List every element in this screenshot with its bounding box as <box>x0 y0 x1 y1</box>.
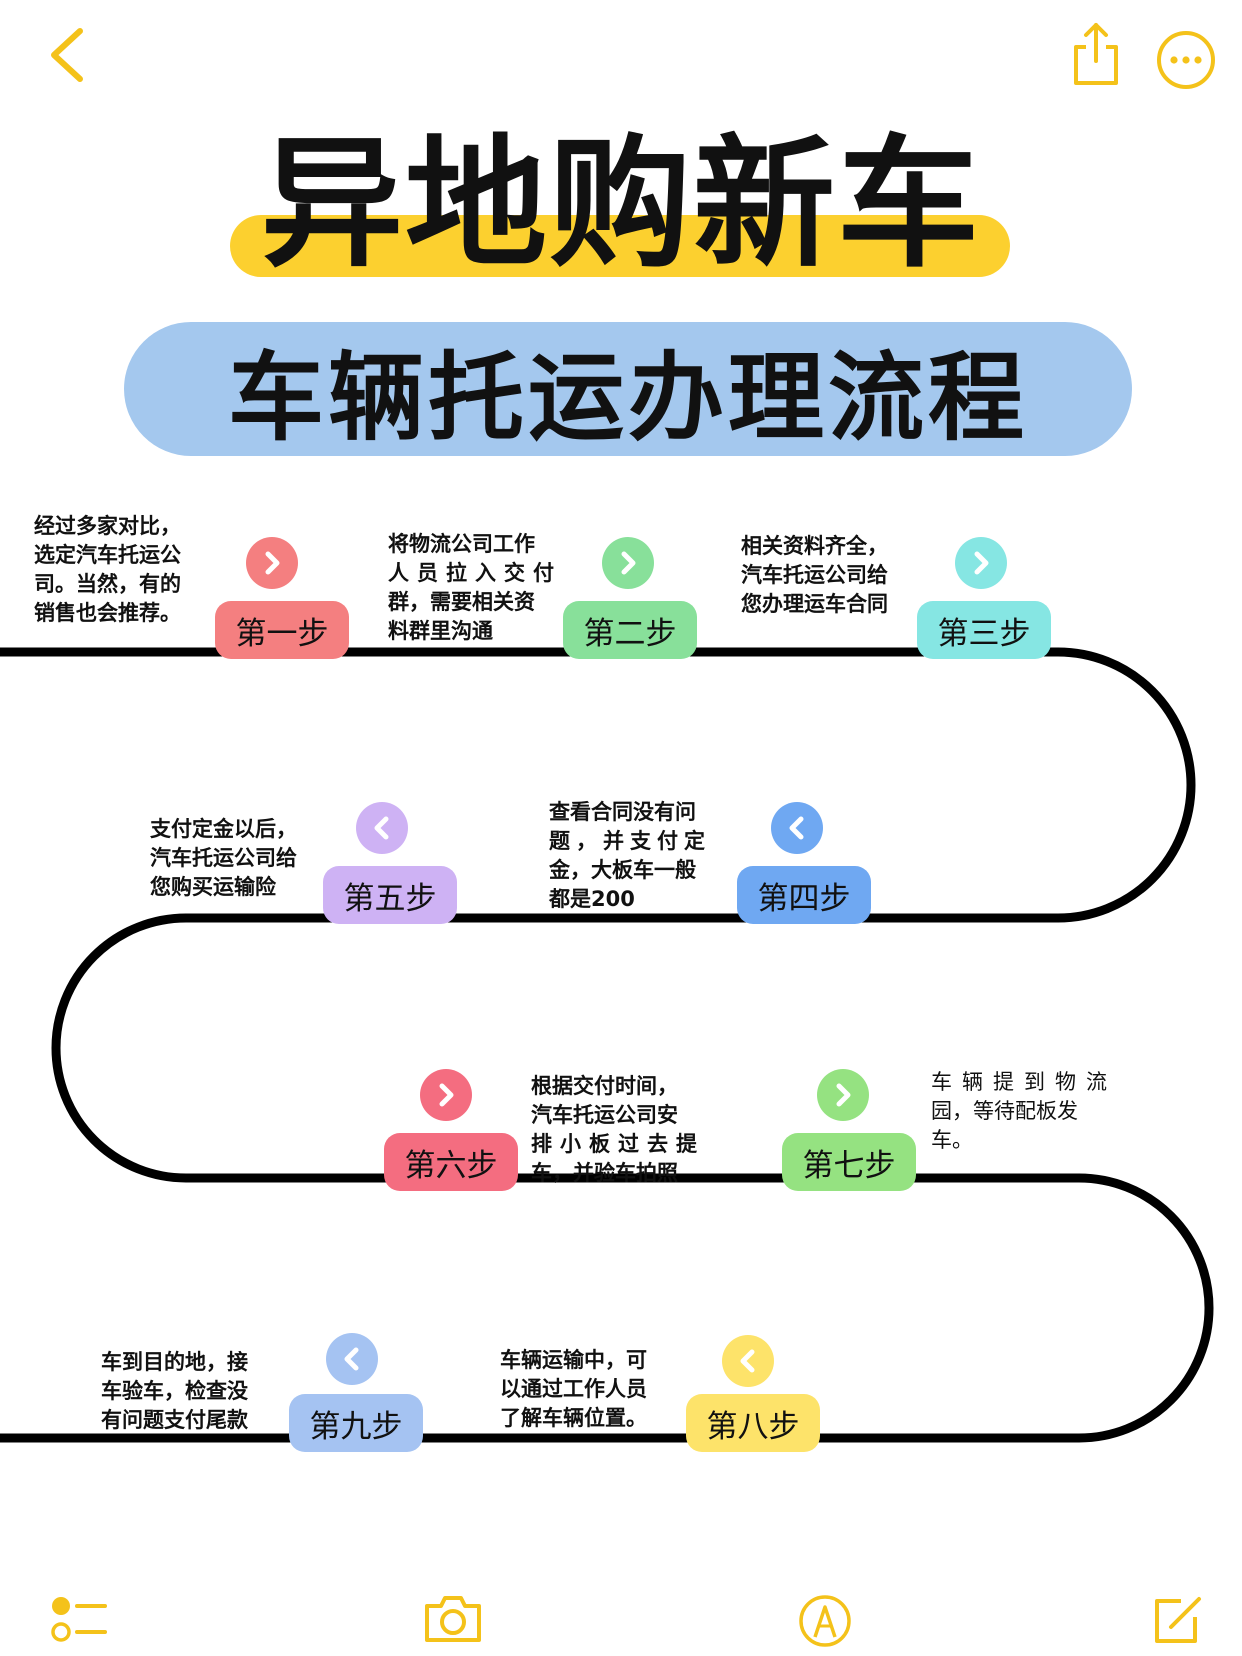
page-title: 异地购新车 <box>261 122 981 287</box>
step-4-arrow <box>771 802 823 854</box>
step-6-arrow <box>420 1069 472 1121</box>
step-5-label[interactable]: 第五步 <box>323 866 457 924</box>
checklist-button[interactable] <box>50 1592 110 1646</box>
step-3-arrow <box>955 537 1007 589</box>
page-subtitle: 车辆托运办理流程 <box>228 341 1028 454</box>
chevron-right-icon <box>621 551 636 575</box>
step-2-description: 将物流公司工作人员拉入交付群，需要相关资料群里沟通 <box>388 532 562 643</box>
step-9-arrow <box>326 1333 378 1385</box>
chevron-right-icon <box>974 551 989 575</box>
step-2-arrow <box>602 537 654 589</box>
step-7-description: 车辆提到物流园，等待配板发车。 <box>931 1070 1117 1152</box>
step-1-label[interactable]: 第一步 <box>215 601 349 659</box>
step-4-description: 查看合同没有问题，并支付定金，大板车一般都是200 <box>549 800 711 911</box>
step-4-label[interactable]: 第四步 <box>737 866 871 924</box>
title-highlight <box>230 215 1010 277</box>
chevron-right-icon <box>439 1083 454 1107</box>
step-9-description: 车到目的地，接车验车，检查没有问题支付尾款 <box>101 1350 248 1432</box>
back-button[interactable] <box>36 22 96 88</box>
share-icon <box>1074 23 1118 85</box>
step-2-label[interactable]: 第二步 <box>563 601 697 659</box>
chevron-right-icon <box>836 1083 851 1107</box>
step-3-description: 相关资料齐全，汽车托运公司给您办理运车合同 <box>741 534 888 616</box>
more-button[interactable] <box>1154 28 1218 92</box>
chevron-right-icon <box>265 551 280 575</box>
step-6-label[interactable]: 第六步 <box>384 1133 518 1191</box>
chevron-left-icon <box>740 1349 755 1373</box>
step-8-arrow <box>722 1335 774 1387</box>
chevron-left-icon <box>789 816 804 840</box>
step-5-arrow <box>356 802 408 854</box>
subtitle-pill: 车辆托运办理流程 <box>124 322 1132 456</box>
compose-button[interactable] <box>1150 1592 1206 1648</box>
step-7-label[interactable]: 第七步 <box>782 1133 916 1191</box>
camera-button[interactable] <box>420 1592 486 1646</box>
step-8-label[interactable]: 第八步 <box>686 1394 820 1452</box>
step-8-description: 车辆运输中，可以通过工作人员了解车辆位置。 <box>500 1348 647 1430</box>
chevron-left-icon <box>374 816 389 840</box>
step-5-description: 支付定金以后，汽车托运公司给您购买运输险 <box>150 817 297 899</box>
share-button[interactable] <box>1068 20 1124 88</box>
step-6-description: 根据交付时间，汽车托运公司安排小板过去提车，并验车拍照 <box>531 1074 705 1185</box>
step-7-arrow <box>817 1069 869 1121</box>
more-icon <box>1157 31 1215 89</box>
step-3-label[interactable]: 第三步 <box>917 601 1051 659</box>
markup-button[interactable] <box>796 1592 854 1650</box>
step-1-arrow <box>246 537 298 589</box>
compose-icon <box>1155 1597 1201 1643</box>
checklist-icon <box>51 1597 107 1642</box>
step-1-description: 经过多家对比，选定汽车托运公司。当然，有的销售也会推荐。 <box>34 514 181 625</box>
camera-icon <box>425 1596 481 1642</box>
chevron-left-icon <box>51 28 83 82</box>
pen-icon <box>799 1595 851 1647</box>
step-9-label[interactable]: 第九步 <box>289 1394 423 1452</box>
chevron-left-icon <box>344 1347 359 1371</box>
